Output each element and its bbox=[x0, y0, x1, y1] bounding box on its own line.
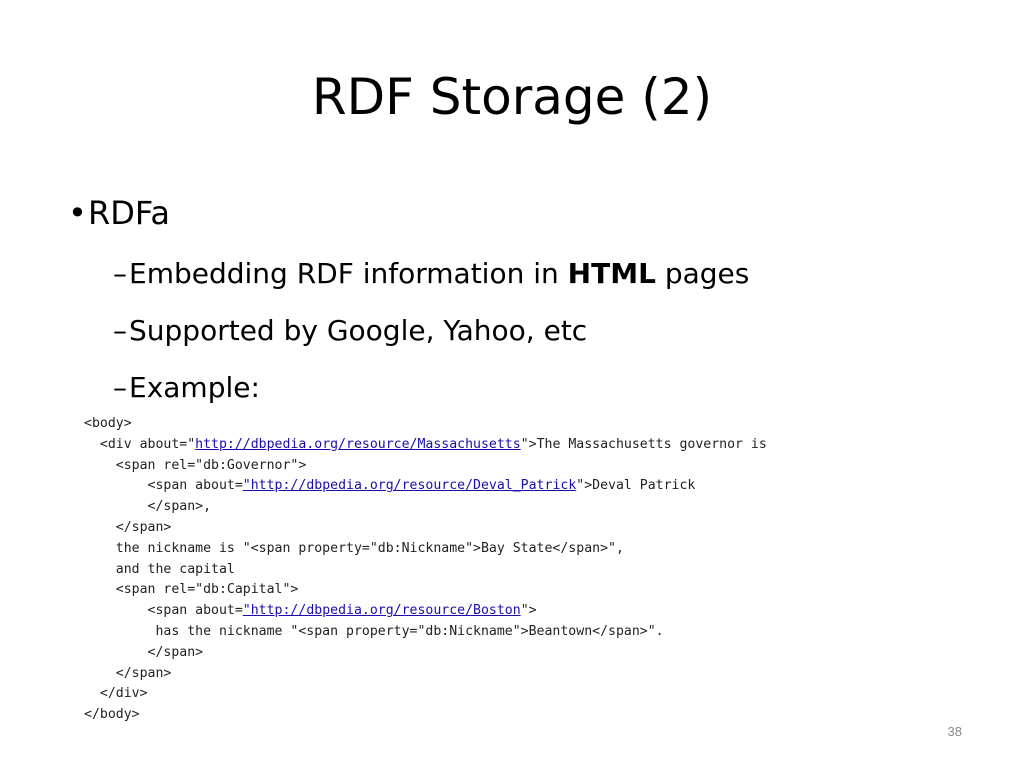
code-text: "> bbox=[520, 603, 537, 619]
sub-item-embedding: –Embedding RDF information in HTML pages bbox=[113, 254, 749, 294]
sub-item-text-after: pages bbox=[655, 257, 750, 290]
code-line: the nickname is "<span property="db:Nick… bbox=[84, 540, 624, 556]
code-example: <body> <div about="http://dbpedia.org/re… bbox=[84, 414, 767, 726]
code-line: </span> bbox=[84, 644, 204, 660]
code-line: </span> bbox=[84, 665, 172, 681]
code-line: <span about="http://dbpedia.org/resource… bbox=[84, 476, 767, 497]
code-line: </div> bbox=[84, 686, 148, 702]
code-line: and the capital bbox=[84, 561, 235, 577]
massachusetts-link[interactable]: http://dbpedia.org/resource/Massachusett… bbox=[195, 436, 521, 452]
sub-item-text-before: Embedding RDF information in bbox=[129, 257, 568, 290]
bullet-rdfa: •RDFa bbox=[68, 190, 170, 236]
boston-link[interactable]: "http://dbpedia.org/resource/Boston bbox=[242, 603, 521, 619]
sub-item-bold-html: HTML bbox=[567, 257, 656, 290]
sub-item-text: Example: bbox=[129, 371, 260, 404]
sub-item-text: Supported by Google, Yahoo, etc bbox=[129, 314, 588, 347]
sub-item-supported: –Supported by Google, Yahoo, etc bbox=[113, 311, 587, 351]
dash-marker: – bbox=[113, 257, 127, 290]
code-text: <span about= bbox=[84, 603, 243, 619]
dash-marker: – bbox=[113, 371, 127, 404]
sub-item-example: –Example: bbox=[113, 368, 260, 408]
dash-marker: – bbox=[113, 314, 127, 347]
bullet-label: RDFa bbox=[88, 194, 170, 232]
code-line: <span about="http://dbpedia.org/resource… bbox=[84, 601, 767, 622]
code-text: <span about= bbox=[84, 478, 243, 494]
deval-patrick-link[interactable]: "http://dbpedia.org/resource/Deval_Patri… bbox=[242, 478, 577, 494]
code-line: <body> bbox=[84, 416, 132, 431]
code-line: </span> bbox=[84, 519, 172, 535]
code-text: ">Deval Patrick bbox=[576, 478, 696, 494]
code-line: <span rel="db:Governor"> bbox=[84, 457, 307, 473]
code-text: ">The Massachusetts governor is bbox=[520, 436, 767, 452]
page-number: 38 bbox=[947, 724, 962, 739]
code-line: </span>, bbox=[84, 499, 212, 515]
slide-title: RDF Storage (2) bbox=[311, 68, 713, 126]
code-text: <div about=" bbox=[84, 436, 196, 452]
code-line: <div about="http://dbpedia.org/resource/… bbox=[84, 435, 767, 456]
bullet-marker: • bbox=[68, 194, 87, 232]
code-line: <span rel="db:Capital"> bbox=[84, 582, 299, 598]
code-line: has the nickname "<span property="db:Nic… bbox=[84, 623, 664, 639]
code-line: </body> bbox=[84, 707, 140, 723]
